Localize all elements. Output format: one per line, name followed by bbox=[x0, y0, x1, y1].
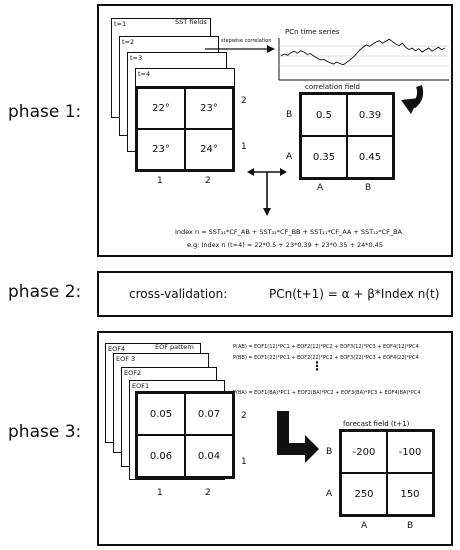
phase-2-label: phase 2: bbox=[8, 282, 82, 302]
index-example: e.g: Index n (t=4) = 22*0.5 + 23*0.39 + … bbox=[187, 241, 383, 249]
eof-pattern-label: EOF pattern bbox=[155, 343, 194, 351]
eof-row-label: 1 bbox=[241, 457, 247, 467]
sst-grid: 22° 23° 23° 24° bbox=[135, 86, 235, 172]
stack-label-t3: t=3 bbox=[130, 54, 143, 62]
stack-label-eof4: EOF4 bbox=[108, 345, 126, 353]
sst-row-label: 1 bbox=[241, 142, 247, 152]
forecast-title: forecast field (t+1) bbox=[343, 420, 410, 428]
vertical-ellipsis-icon: ⋮ bbox=[311, 359, 323, 373]
forecast-row-label: A bbox=[326, 489, 333, 499]
phase-1-label: phase 1: bbox=[8, 102, 82, 122]
sst-cell: 23° bbox=[185, 88, 233, 129]
forecast-grid: -200 -100 250 150 bbox=[339, 429, 435, 517]
phase-3-label: phase 3: bbox=[8, 422, 82, 442]
sst-col-label: 1 bbox=[157, 176, 163, 186]
pc-time-series bbox=[278, 38, 449, 81]
corr-row-label: B bbox=[286, 110, 293, 120]
eof-cell: 0.06 bbox=[137, 435, 185, 477]
stack-label-eof2: EOF2 bbox=[124, 369, 142, 377]
equation-ab: P(AB) = EOF1(12)*PC1 + EOF2(12)*PC2 + EO… bbox=[233, 344, 419, 350]
sst-cell: 24° bbox=[185, 129, 233, 170]
index-formula: Index n = SST₂₁*CF_AB + SST₂₂*CF_BB + SS… bbox=[175, 228, 403, 236]
phase-2-panel: cross-validation: PCn(t+1) = α + β*Index… bbox=[97, 271, 453, 317]
forecast-row-label: B bbox=[326, 447, 333, 457]
corr-cell: 0.35 bbox=[301, 136, 347, 178]
forecast-col-label: A bbox=[361, 521, 368, 531]
forecast-cell: 150 bbox=[387, 473, 433, 515]
cross-validation-formula: PCn(t+1) = α + β*Index n(t) bbox=[269, 287, 440, 301]
stack-label-t2: t=2 bbox=[122, 38, 135, 46]
corr-col-label: B bbox=[365, 183, 372, 193]
sst-col-label: 2 bbox=[205, 176, 211, 186]
eof-row-label: 2 bbox=[241, 411, 247, 421]
equation-ba: P(BA) = EOF1(BA)*PC1 + EOF2(BA)*PC2 + EO… bbox=[233, 390, 421, 396]
corr-cell: 0.45 bbox=[347, 136, 393, 178]
eof-grid: 0.05 0.07 0.06 0.04 bbox=[135, 391, 235, 479]
corr-cell: 0.5 bbox=[301, 94, 347, 136]
stack-label-t1: t=1 bbox=[114, 20, 127, 28]
forecast-cell: -100 bbox=[387, 431, 433, 473]
corr-cell: 0.39 bbox=[347, 94, 393, 136]
corr-title: correlation field bbox=[305, 83, 360, 91]
sst-cell: 22° bbox=[137, 88, 185, 129]
stack-label-t4: t=4 bbox=[138, 70, 151, 78]
equation-bb: P(BB) = EOF1(22)*PC1 + EOF2(22)*PC2 + EO… bbox=[233, 355, 419, 361]
eof-cell: 0.05 bbox=[137, 393, 185, 435]
forecast-cell: -200 bbox=[341, 431, 387, 473]
sst-row-label: 2 bbox=[241, 96, 247, 106]
curved-arrow-icon bbox=[401, 85, 424, 114]
stack-label-eof1: EOF1 bbox=[132, 382, 150, 390]
corr-row-label: A bbox=[286, 152, 293, 162]
correlation-grid: 0.5 0.39 0.35 0.45 bbox=[299, 92, 395, 180]
ts-series-line bbox=[280, 38, 446, 66]
eof-col-label: 2 bbox=[205, 488, 211, 498]
correlation-arrow bbox=[205, 45, 275, 53]
eof-cell: 0.07 bbox=[185, 393, 233, 435]
stack-label-eof3: EOF 3 bbox=[116, 355, 136, 363]
sst-fields-label: SST fields bbox=[175, 18, 207, 26]
phase-3-panel: EOF4 EOF 3 EOF2 EOF1 EOF pattern 0.05 0.… bbox=[97, 331, 453, 546]
arrow-label: stepwise correlation bbox=[221, 38, 272, 44]
forecast-col-label: B bbox=[407, 521, 414, 531]
forecast-cell: 250 bbox=[341, 473, 387, 515]
down-right-arrow-icon bbox=[277, 411, 319, 463]
eof-col-label: 1 bbox=[157, 488, 163, 498]
sst-cell: 23° bbox=[137, 129, 185, 170]
phase-1-panel: t=1 t=2 t=3 t=4 SST fields 22° 23° 23° 2… bbox=[97, 4, 453, 257]
corr-col-label: A bbox=[317, 183, 324, 193]
cross-validation-label: cross-validation: bbox=[129, 287, 228, 301]
timeseries-title: PCn time series bbox=[285, 28, 340, 36]
eof-cell: 0.04 bbox=[185, 435, 233, 477]
cross-arrows-icon bbox=[247, 168, 287, 216]
